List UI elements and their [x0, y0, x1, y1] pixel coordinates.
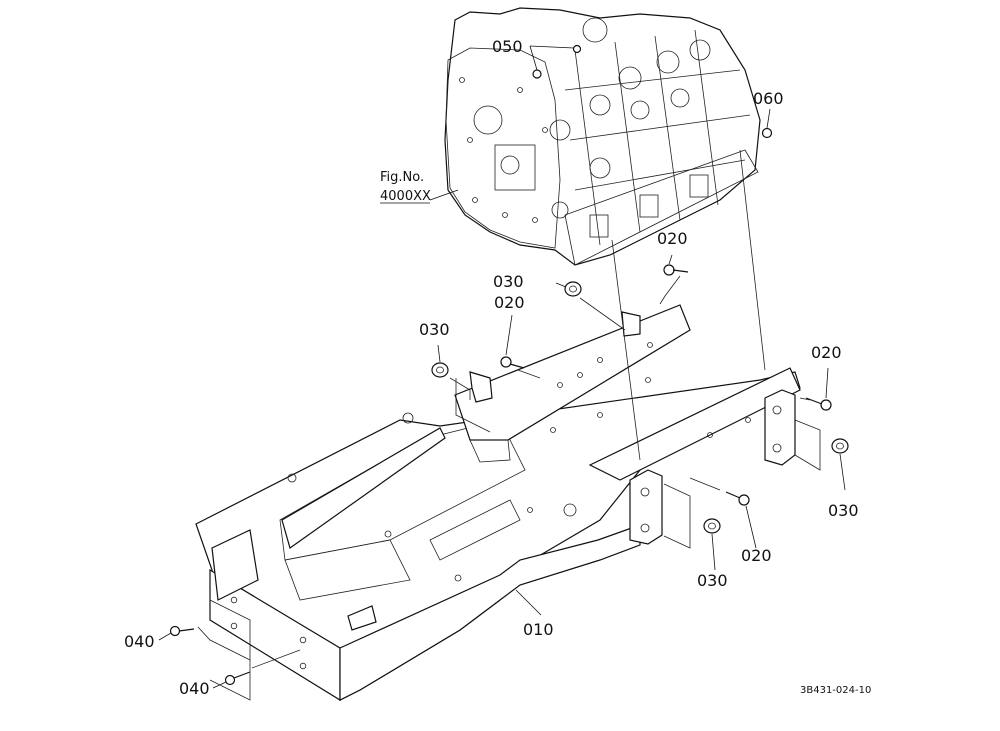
bolt-050-a	[532, 69, 542, 79]
bolt-050-b	[572, 44, 582, 54]
spacer-block-right	[764, 389, 796, 466]
label-040-upper: 040	[124, 632, 155, 651]
bolt-040-lower	[224, 671, 251, 686]
fig-ref-line2: 4000XX	[380, 189, 431, 204]
drawing-code: 3B431-024-10	[800, 685, 871, 696]
label-030-right: 030	[828, 501, 859, 520]
label-020-right: 020	[811, 343, 842, 362]
label-020-center: 020	[741, 546, 772, 565]
bolt-020-left	[500, 356, 525, 369]
bolt-020-center	[725, 491, 750, 506]
label-030-left: 030	[419, 320, 450, 339]
label-050: 050	[492, 37, 523, 56]
label-020-mid: 020	[494, 293, 525, 312]
leader-lines	[158, 45, 846, 701]
label-030-upper: 030	[493, 272, 524, 291]
label-030-center: 030	[697, 571, 728, 590]
bolt-020-right	[805, 397, 832, 411]
bolt-040-upper	[169, 625, 195, 637]
frame-010	[195, 304, 801, 702]
label-020-upper: 020	[657, 229, 688, 248]
label-040-lower: 040	[179, 679, 210, 698]
washer-030-left	[431, 362, 449, 378]
bracket-left	[469, 371, 493, 403]
figure-reference: Fig.No. 4000XX	[380, 170, 431, 204]
washer-030-center	[703, 518, 721, 534]
spacer-block-center	[629, 469, 663, 545]
label-010: 010	[523, 620, 554, 639]
washer-030-right	[831, 438, 849, 454]
label-060: 060	[753, 89, 784, 108]
bolt-020-upper	[663, 264, 689, 276]
washer-030-upper	[564, 281, 582, 297]
fig-ref-line1: Fig.No.	[380, 170, 424, 185]
bracket-upper	[621, 311, 641, 337]
engine-block	[444, 7, 761, 266]
bolt-060	[761, 127, 773, 139]
